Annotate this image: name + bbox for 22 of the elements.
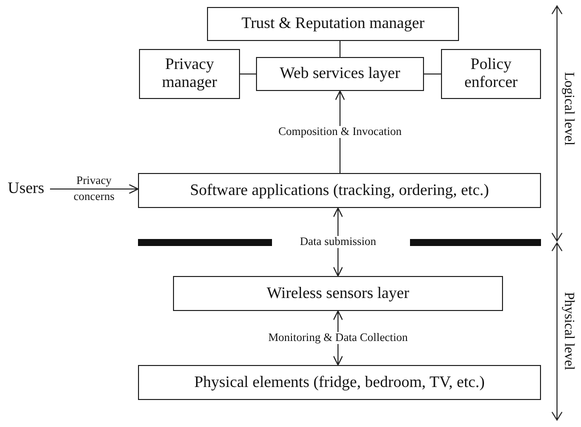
- arrow: [50, 184, 139, 194]
- node-label: Policy enforcer: [463, 56, 519, 92]
- edge-label: Monitoring & Data Collection: [266, 332, 410, 344]
- process-box: [139, 49, 240, 99]
- level-label: Physical level: [561, 292, 576, 370]
- edge-label: Data submission: [298, 236, 378, 248]
- process-box: [207, 7, 459, 41]
- edge-label: Composition & Invocation: [276, 126, 404, 138]
- edge-label: Privacy concerns: [72, 174, 116, 205]
- node-label: Physical elements (fridge, bedroom, TV, etc.): [194, 374, 485, 392]
- node-label: Web services layer: [280, 65, 400, 83]
- process-box: [173, 276, 503, 311]
- process-box: [256, 57, 424, 91]
- node-label: Privacy manager: [160, 56, 218, 92]
- process-box: [138, 365, 541, 400]
- node-label: Wireless sensors layer: [266, 284, 410, 302]
- level-label: Logical level: [561, 72, 576, 146]
- process-box: [138, 173, 541, 208]
- node-label: Trust & Reputation manager: [242, 15, 424, 33]
- node-label: Software applications (tracking, ordering, etc.): [190, 182, 489, 200]
- process-box: [441, 49, 541, 99]
- actor-label: Users: [2, 180, 50, 198]
